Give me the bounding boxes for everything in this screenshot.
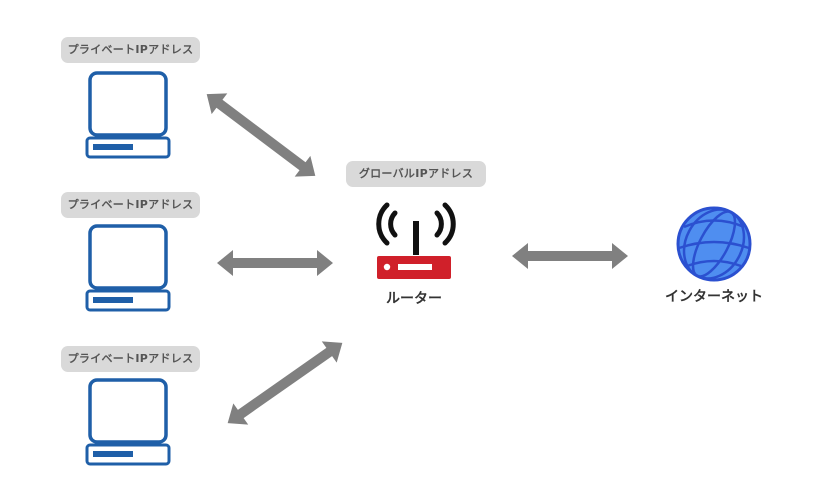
internet-caption: インターネット xyxy=(665,289,763,305)
private-ip-label-2: プライベートIPアドレス xyxy=(61,192,200,218)
router-icon xyxy=(376,202,456,279)
arrow-router-internet xyxy=(512,243,628,269)
router-caption: ルーター xyxy=(386,291,442,307)
arrow-pc2-router xyxy=(217,250,333,276)
arrow-pc3-router xyxy=(227,341,343,425)
computer-icon-1 xyxy=(85,71,171,159)
arrow-pc1-router xyxy=(206,93,316,177)
computer-icon-2 xyxy=(85,224,171,312)
globe-icon xyxy=(676,206,752,282)
global-ip-label: グローバルIPアドレス xyxy=(346,161,486,187)
computer-icon-3 xyxy=(85,378,171,466)
private-ip-label-1: プライベートIPアドレス xyxy=(61,37,200,63)
private-ip-label-3: プライベートIPアドレス xyxy=(61,346,200,372)
